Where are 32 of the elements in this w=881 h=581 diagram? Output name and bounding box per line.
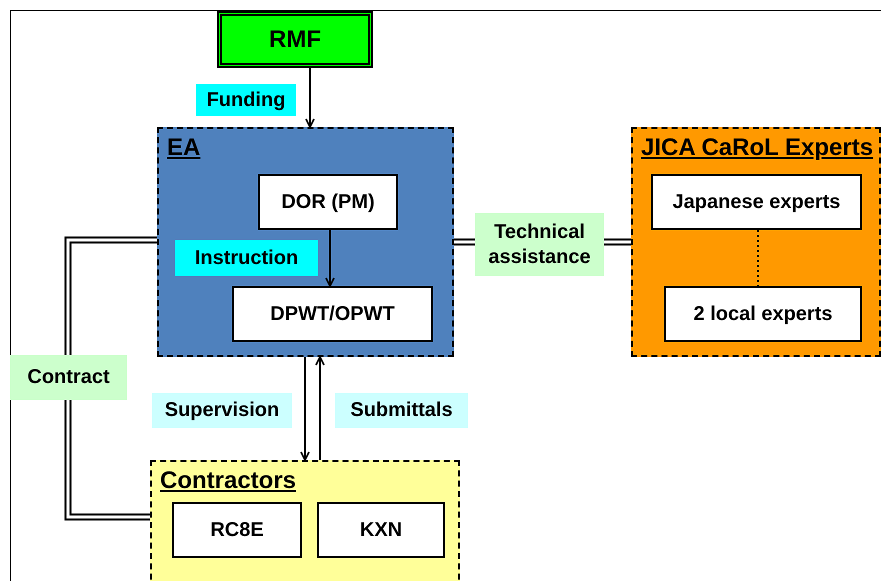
edge-label: Instruction [175, 240, 318, 276]
arrow [300, 357, 310, 461]
edge-label: Technical assistance [475, 213, 604, 276]
box-label: RMF [269, 24, 321, 54]
arrow [315, 356, 325, 460]
edge-label: Funding [196, 84, 296, 116]
box-label: Japanese experts [672, 190, 840, 215]
group-box [157, 127, 454, 357]
funder-box [217, 11, 373, 68]
process-box [651, 174, 862, 230]
box-label: KXN [360, 518, 402, 543]
edge-label: Submittals [335, 393, 468, 428]
arrow [325, 230, 335, 287]
process-box [172, 502, 302, 558]
dotted-line [757, 230, 759, 286]
double-line-connector [64, 236, 157, 520]
group-box [150, 460, 460, 581]
arrow [305, 68, 315, 128]
box-label: 2 local experts [694, 302, 832, 327]
box-label: RC8E [210, 518, 264, 543]
process-box [258, 174, 398, 230]
edge-label: Contract [10, 355, 127, 400]
group-title: EA [167, 133, 200, 163]
process-box [664, 286, 862, 342]
group-title: Contractors [160, 466, 296, 496]
box-label: DPWT/OPWT [270, 302, 395, 327]
process-box [317, 502, 445, 558]
group-box [631, 127, 881, 357]
edge-label: Supervision [152, 393, 292, 428]
process-box [232, 286, 433, 342]
box-label: DOR (PM) [281, 190, 375, 215]
group-title: JICA CaRoL Experts [641, 133, 874, 163]
